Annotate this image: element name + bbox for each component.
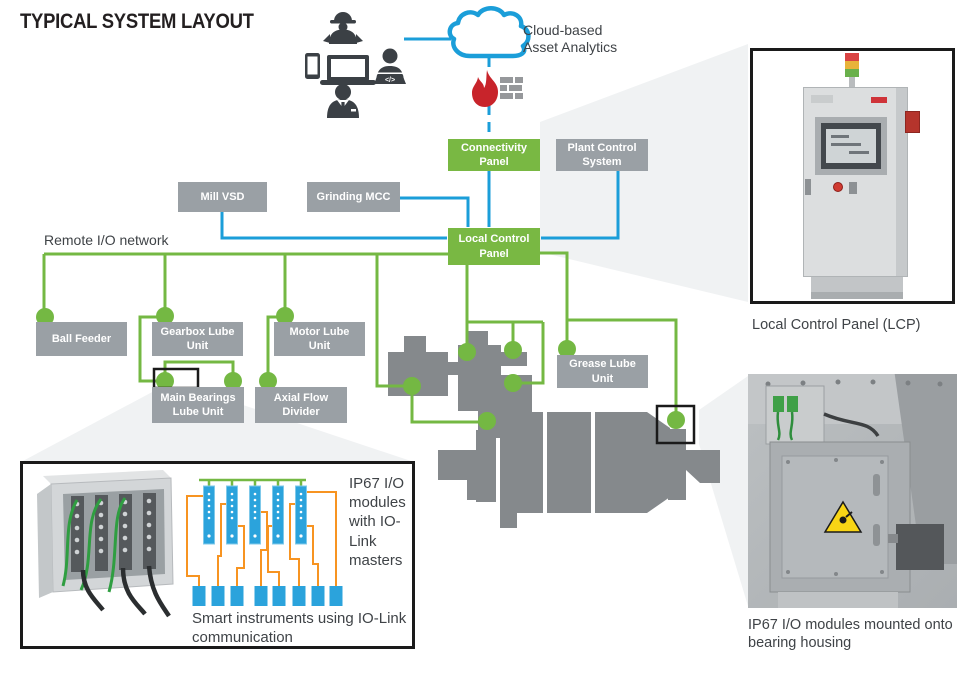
iolink-green-chain: [199, 478, 306, 486]
engineer-icon: [323, 12, 363, 44]
ball-mill-illustration: [388, 331, 720, 528]
junction-box-photo: [37, 470, 174, 618]
inset-lcp-photo: [750, 48, 955, 304]
developer-icon: </>: [374, 48, 406, 84]
node-grinding-mcc: Grinding MCC: [307, 182, 400, 212]
inset-iolink-schematic: IP67 I/O modules with IO-Link masters Sm…: [20, 461, 415, 649]
lcp-caption: Local Control Panel (LCP): [752, 317, 921, 333]
bearing-caption: IP67 I/O modules mounted onto bearing ho…: [748, 617, 953, 652]
page-title: TYPICAL SYSTEM LAYOUT: [20, 10, 254, 33]
manager-icon: [327, 84, 359, 118]
iolink-masters-label: IP67 I/O modules with IO-Link masters: [349, 475, 406, 569]
bearing-photo-canvas: [765, 379, 944, 608]
remote-io-network-label: Remote I/O network: [44, 232, 169, 248]
inset-bearing-photo: [748, 374, 957, 608]
smart-instrument-blocks: [192, 586, 343, 606]
cloud-icon: [447, 6, 531, 59]
firewall-icon: [472, 70, 523, 107]
io-node-dots: [36, 307, 685, 430]
laptop-icon: [320, 55, 376, 85]
phone-icon: [305, 53, 320, 79]
blue-network-lines: [220, 37, 620, 240]
node-mill-vsd: Mill VSD: [178, 182, 267, 212]
smart-instruments-label: Smart instruments using IO-Link communic…: [192, 610, 407, 646]
iolink-orange-wires: [186, 491, 337, 586]
node-connectivity-panel: Connectivity Panel: [448, 139, 540, 171]
node-grease-lube-unit: Grease Lube Unit: [557, 355, 648, 388]
node-plant-control-system: Plant Control System: [556, 139, 648, 171]
users-group: </>: [305, 12, 406, 118]
iolink-schematic-canvas: [37, 470, 343, 618]
node-local-control-panel: Local Control Panel: [448, 228, 540, 265]
node-axial-flow-divider: Axial Flow Divider: [255, 387, 347, 423]
node-motor-lube-unit: Motor Lube Unit: [274, 322, 365, 356]
iolink-master-modules: [203, 485, 307, 545]
cloud-label: Cloud-based Asset Analytics: [523, 22, 618, 55]
node-main-bearings-lube-unit: Main Bearings Lube Unit: [152, 387, 244, 423]
svg-text:</>: </>: [385, 77, 395, 84]
node-gearbox-lube-unit: Gearbox Lube Unit: [152, 322, 243, 356]
node-ball-feeder: Ball Feeder: [36, 322, 127, 356]
